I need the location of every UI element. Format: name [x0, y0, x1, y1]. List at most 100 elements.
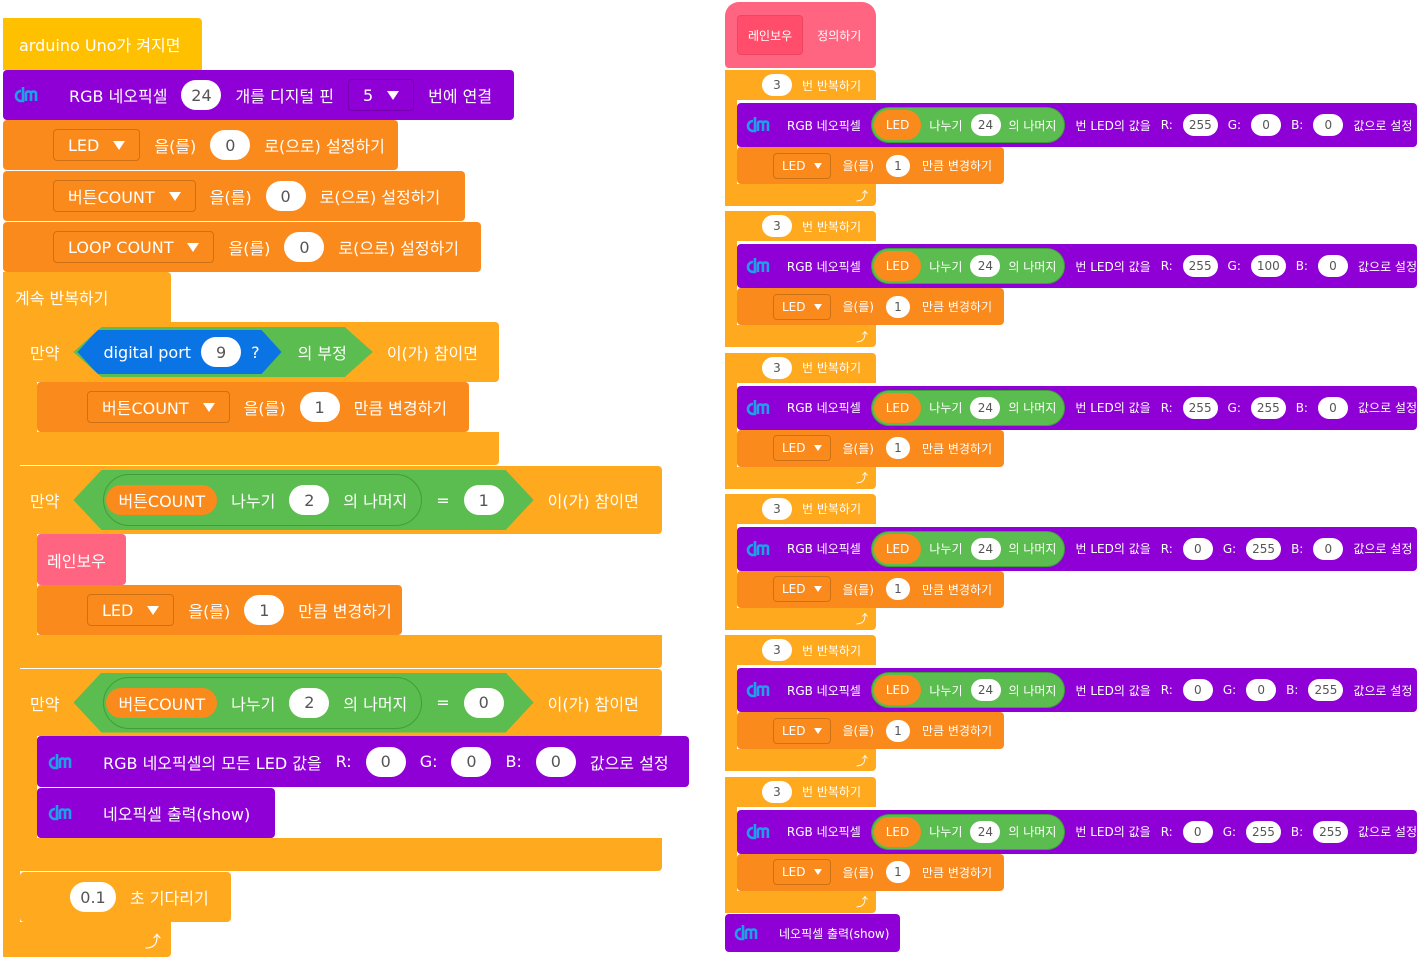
blue-input[interactable]: 255: [1313, 820, 1348, 843]
if-block[interactable]: 만약 버튼COUNT 나누기 2 의 나머지 = 1 이(가) 참이면: [20, 466, 662, 534]
set-led-color-block[interactable]: RGB 네오픽셀 LED 나누기 24 의 나머지 번 LED의 값을 R: 2…: [737, 244, 1417, 289]
repeat-block[interactable]: 3 번 반복하기: [725, 352, 876, 383]
variable-reporter[interactable]: LED: [873, 816, 922, 847]
change-variable-block[interactable]: LED 을(를) 1 만큼 변경하기: [737, 570, 1004, 608]
if-block[interactable]: 만약 digital port 9 ? 의 부정 이(가) 참이면: [20, 322, 499, 382]
red-input[interactable]: 0: [1182, 679, 1213, 702]
divisor-input[interactable]: 2: [289, 688, 329, 718]
red-input[interactable]: 255: [1182, 255, 1218, 278]
modulo-operation[interactable]: LED 나누기 24 의 나머지: [870, 389, 1066, 426]
set-led-color-block[interactable]: RGB 네오픽셀 LED 나누기 24 의 나머지 번 LED의 값을 R: 2…: [737, 103, 1417, 147]
repeat-count-input[interactable]: 3: [762, 215, 792, 238]
variable-reporter[interactable]: 버튼COUNT: [106, 485, 217, 515]
variable-dropdown[interactable]: LED: [773, 435, 831, 462]
equals-condition[interactable]: 버튼COUNT 나누기 2 의 나머지 = 0: [73, 673, 533, 733]
variable-reporter[interactable]: LED: [873, 110, 922, 140]
value-input[interactable]: 1: [885, 437, 910, 460]
modulo-operation[interactable]: 버튼COUNT 나누기 2 의 나머지: [103, 677, 422, 729]
variable-reporter[interactable]: LED: [873, 675, 922, 706]
repeat-block[interactable]: 3 번 반복하기: [725, 776, 876, 807]
blue-input[interactable]: 255: [1308, 679, 1344, 702]
variable-dropdown[interactable]: LED: [773, 859, 831, 885]
repeat-block[interactable]: 3 번 반복하기: [725, 635, 876, 666]
set-led-color-block[interactable]: RGB 네오픽셀 LED 나누기 24 의 나머지 번 LED의 값을 R: 0…: [737, 668, 1417, 713]
repeat-count-input[interactable]: 3: [762, 639, 792, 662]
red-input[interactable]: 0: [365, 746, 406, 777]
set-led-color-block[interactable]: RGB 네오픽셀 LED 나누기 24 의 나머지 번 LED의 값을 R: 0…: [737, 809, 1417, 854]
not-condition[interactable]: digital port 9 ? 의 부정: [73, 327, 372, 377]
modulo-operation[interactable]: 버튼COUNT 나누기 2 의 나머지: [103, 474, 422, 526]
divisor-input[interactable]: 24: [970, 114, 1001, 136]
red-input[interactable]: 0: [1182, 820, 1213, 843]
modulo-operation[interactable]: LED 나누기 24 의 나머지: [870, 107, 1066, 143]
variable-dropdown[interactable]: LED: [773, 576, 831, 603]
divisor-input[interactable]: 24: [970, 820, 1001, 843]
variable-reporter[interactable]: LED: [873, 392, 922, 423]
repeat-count-input[interactable]: 3: [762, 356, 792, 379]
wait-block[interactable]: 0.1 초 기다리기: [20, 872, 231, 922]
when-board-on-hat[interactable]: arduino Uno가 켜지면: [3, 0, 202, 70]
change-variable-block[interactable]: LED 을(를) 1 만큼 변경하기: [737, 288, 1004, 326]
value-input[interactable]: 0: [265, 181, 306, 211]
modulo-operation[interactable]: LED 나누기 24 의 나머지: [870, 248, 1066, 285]
variable-reporter[interactable]: 버튼COUNT: [106, 688, 217, 718]
seconds-input[interactable]: 0.1: [70, 882, 116, 912]
set-led-color-block[interactable]: RGB 네오픽셀 LED 나누기 24 의 나머지 번 LED의 값을 R: 2…: [737, 385, 1417, 430]
blue-input[interactable]: 0: [1313, 114, 1344, 136]
set-variable-block[interactable]: LED 을(를) 0 로(으로) 설정하기: [3, 120, 398, 170]
repeat-count-input[interactable]: 3: [762, 497, 792, 520]
repeat-block[interactable]: 3 번 반복하기: [725, 70, 876, 100]
green-input[interactable]: 0: [1246, 679, 1277, 702]
blue-input[interactable]: 0: [1313, 537, 1344, 560]
value-input[interactable]: 1: [885, 578, 910, 601]
modulo-operation[interactable]: LED 나누기 24 의 나머지: [870, 530, 1066, 567]
change-variable-block[interactable]: LED 을(를) 1 만큼 변경하기: [737, 147, 1004, 184]
red-input[interactable]: 255: [1182, 396, 1218, 419]
repeat-block[interactable]: 3 번 반복하기: [725, 211, 876, 242]
value-input[interactable]: 1: [244, 595, 285, 625]
variable-dropdown[interactable]: LED: [87, 594, 175, 626]
neopixel-show-block[interactable]: 네오픽셀 출력(show): [37, 788, 275, 838]
red-input[interactable]: 255: [1182, 114, 1218, 136]
divisor-input[interactable]: 24: [970, 396, 1001, 419]
call-rainbow-function[interactable]: 레인보우: [37, 534, 126, 585]
if-block[interactable]: 만약 버튼COUNT 나누기 2 의 나머지 = 0 이(가) 참이면: [20, 669, 662, 736]
variable-dropdown[interactable]: LED: [773, 293, 831, 320]
blue-input[interactable]: 0: [1317, 255, 1348, 278]
set-led-color-block[interactable]: RGB 네오픽셀 LED 나누기 24 의 나머지 번 LED의 값을 R: 0…: [737, 526, 1417, 571]
equals-condition[interactable]: 버튼COUNT 나누기 2 의 나머지 = 1: [73, 470, 533, 530]
divisor-input[interactable]: 24: [970, 255, 1001, 278]
value-input[interactable]: 1: [885, 861, 910, 883]
define-rainbow-function[interactable]: 레인보우 정의하기: [725, 2, 876, 68]
value-input[interactable]: 1: [299, 392, 340, 422]
change-variable-block[interactable]: LED 을(를) 1 만큼 변경하기: [37, 585, 402, 635]
blue-input[interactable]: 0: [535, 746, 576, 777]
modulo-operation[interactable]: LED 나누기 24 의 나머지: [870, 813, 1066, 850]
variable-dropdown[interactable]: 버튼COUNT: [53, 180, 196, 212]
change-variable-block[interactable]: LED 을(를) 1 만큼 변경하기: [737, 429, 1004, 467]
modulo-operation[interactable]: LED 나누기 24 의 나머지: [870, 672, 1066, 709]
compare-value-input[interactable]: 1: [464, 485, 504, 515]
divisor-input[interactable]: 24: [970, 537, 1001, 560]
green-input[interactable]: 100: [1250, 255, 1286, 278]
green-input[interactable]: 255: [1250, 396, 1286, 419]
repeat-count-input[interactable]: 3: [762, 74, 792, 96]
forever-loop-header[interactable]: 계속 반복하기: [3, 272, 171, 322]
repeat-block[interactable]: 3 번 반복하기: [725, 493, 876, 524]
port-input[interactable]: 9: [201, 337, 241, 367]
change-variable-block[interactable]: 버튼COUNT 을(를) 1 만큼 변경하기: [37, 382, 469, 432]
green-input[interactable]: 255: [1246, 537, 1282, 560]
neopixel-show-block[interactable]: 네오픽셀 출력(show): [725, 914, 900, 952]
pin-dropdown[interactable]: 5: [347, 79, 415, 111]
set-variable-block[interactable]: 버튼COUNT 을(를) 0 로(으로) 설정하기: [3, 171, 465, 221]
change-variable-block[interactable]: LED 을(를) 1 만큼 변경하기: [737, 853, 1004, 891]
digital-port-sensor[interactable]: digital port 9 ?: [77, 330, 281, 374]
green-input[interactable]: 0: [1251, 114, 1282, 136]
value-input[interactable]: 1: [885, 154, 910, 177]
compare-value-input[interactable]: 0: [464, 688, 504, 718]
variable-dropdown[interactable]: 버튼COUNT: [87, 391, 230, 423]
variable-dropdown[interactable]: LED: [773, 152, 831, 179]
variable-dropdown[interactable]: LED: [773, 717, 831, 744]
value-input[interactable]: 1: [885, 295, 910, 318]
value-input[interactable]: 0: [284, 232, 325, 262]
